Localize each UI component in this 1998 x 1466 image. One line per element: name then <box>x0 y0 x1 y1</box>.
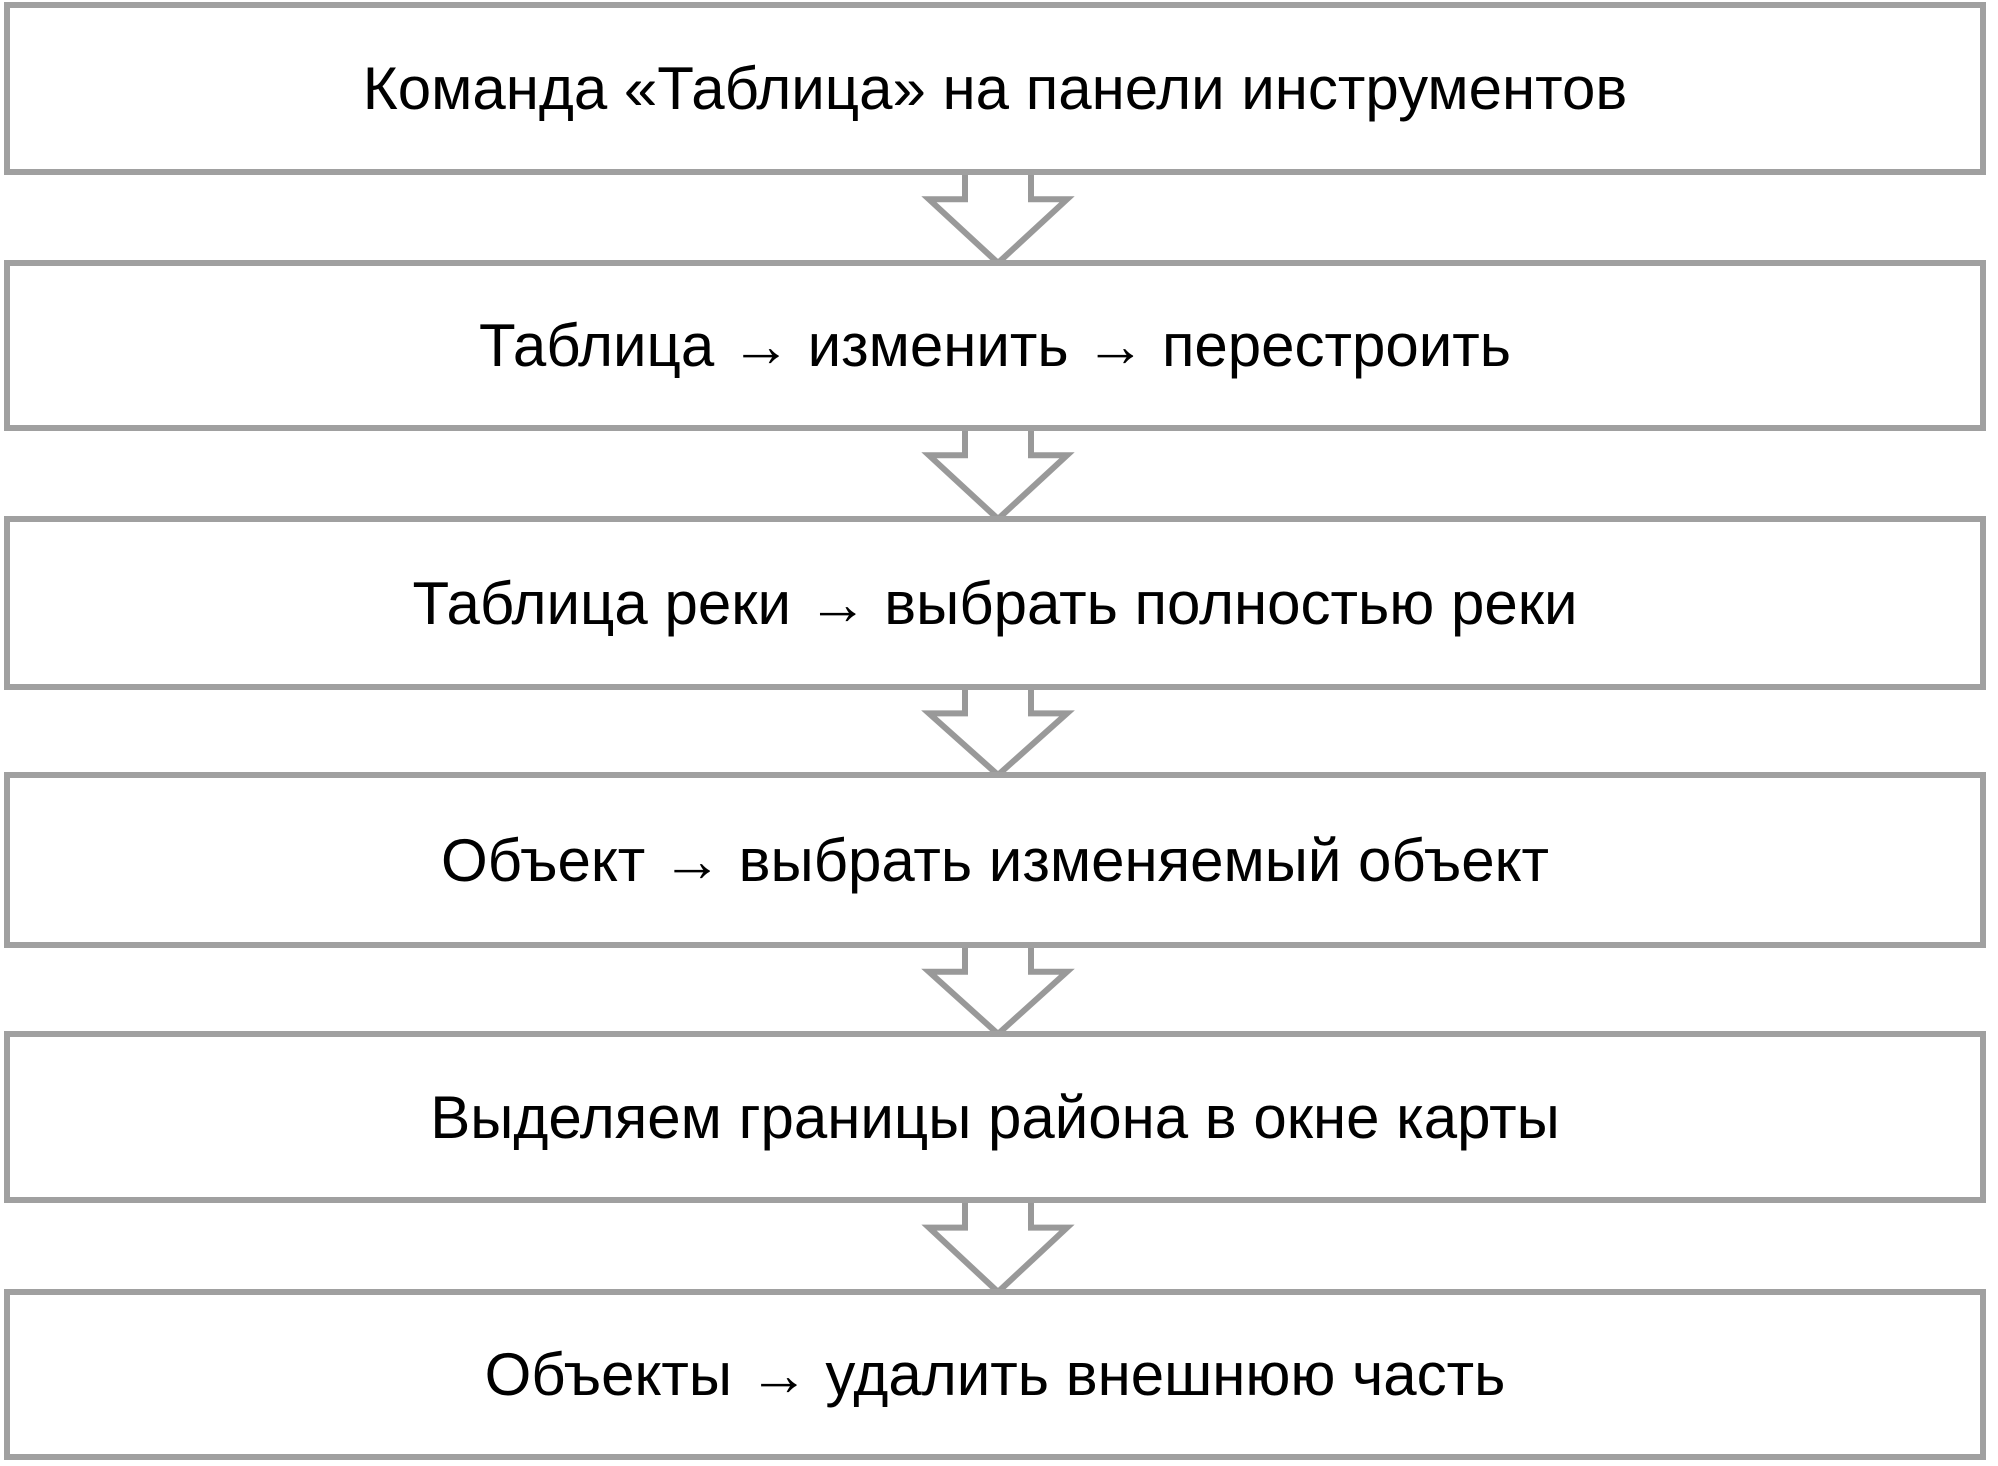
down-arrow-icon <box>921 680 1075 780</box>
step-label: Выделяем границы района в окне карты <box>430 1083 1560 1151</box>
down-arrow-icon <box>921 165 1075 268</box>
step-1: Команда «Таблица» на панели инструментов <box>4 2 1986 175</box>
down-arrow-icon <box>921 938 1075 1039</box>
step-label: Таблица реки → выбрать полностью реки <box>412 569 1578 637</box>
step-2: Таблица → изменить → перестроить <box>4 260 1986 431</box>
step-label: Объекты → удалить внешнюю часть <box>484 1341 1506 1408</box>
step-label: Объект → выбрать изменяемый объект <box>440 826 1550 894</box>
step-4: Объект → выбрать изменяемый объект <box>4 772 1986 948</box>
down-arrow-icon <box>921 1193 1075 1297</box>
down-arrow-icon <box>921 421 1075 524</box>
step-6: Объекты → удалить внешнюю часть <box>4 1289 1986 1460</box>
step-3: Таблица реки → выбрать полностью реки <box>4 516 1986 690</box>
step-5: Выделяем границы района в окне карты <box>4 1031 1986 1203</box>
step-label: Команда «Таблица» на панели инструментов <box>362 55 1628 122</box>
step-label: Таблица → изменить → перестроить <box>478 312 1512 379</box>
